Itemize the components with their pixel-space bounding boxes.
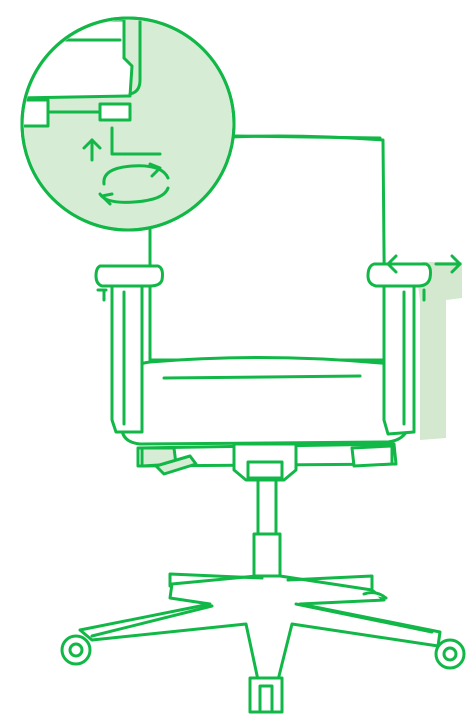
seat <box>122 357 410 444</box>
caster-right <box>436 640 464 668</box>
detail-magnifier <box>20 10 234 230</box>
caster-left <box>62 636 90 664</box>
seat-mechanism <box>138 444 396 480</box>
gas-lift <box>254 480 280 578</box>
magnifier-leader <box>234 136 380 138</box>
caster-front <box>250 678 282 712</box>
chair-base <box>80 574 440 680</box>
